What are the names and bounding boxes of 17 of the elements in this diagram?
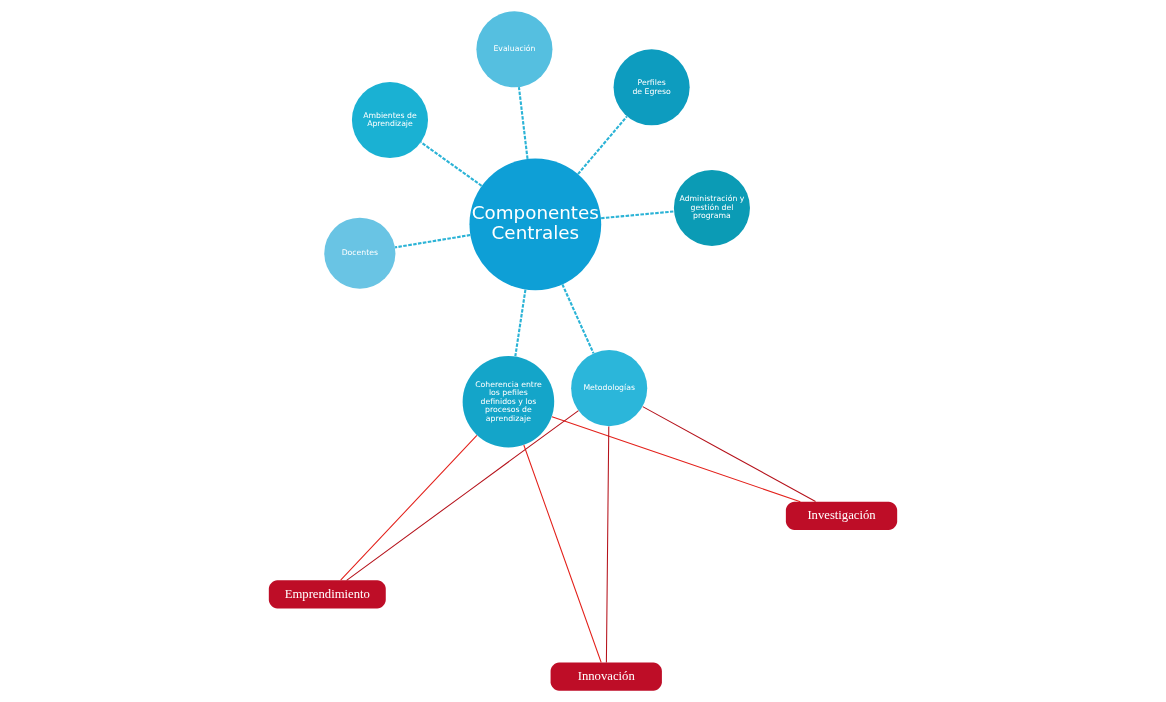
node-circle: Componentes Centrales — [469, 158, 602, 291]
connector — [346, 410, 579, 581]
node-box: Innovación — [550, 662, 662, 691]
connector — [523, 444, 602, 663]
node-box: Investigación — [785, 501, 898, 530]
connector — [561, 283, 595, 354]
connector — [605, 425, 610, 663]
connector — [340, 434, 478, 581]
connector — [517, 87, 529, 159]
connector — [394, 234, 471, 249]
connector — [420, 141, 483, 187]
connector — [514, 289, 527, 357]
connector — [577, 115, 628, 175]
connector — [551, 416, 801, 503]
connector — [642, 406, 817, 503]
node-box: Emprendimiento — [268, 580, 386, 609]
connector — [601, 210, 674, 220]
